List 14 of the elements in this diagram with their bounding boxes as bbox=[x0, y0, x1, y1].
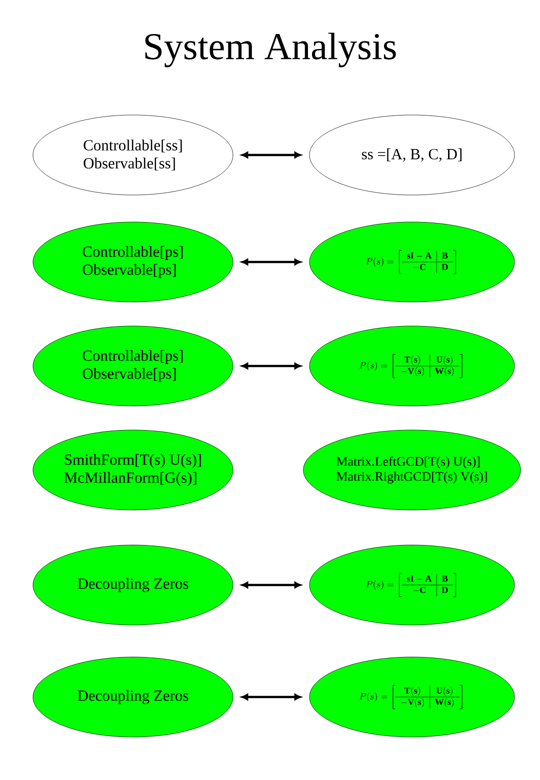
title: System Analysis bbox=[145, 32, 396, 68]
ellipse-node: Controllable[ps] Observable[ps] bbox=[32, 222, 234, 302]
arrow bbox=[241, 362, 302, 370]
ellipse-node: ss =[A, B, C, D] bbox=[309, 114, 515, 196]
arrow bbox=[241, 694, 302, 700]
ellipse-node: Controllable[ps] Observable[ps] bbox=[32, 326, 234, 406]
arrow bbox=[241, 582, 302, 588]
ellipse-node: Matrix.LeftGCD[T(s) U(s)] Matrix.RightGCD[T(s) V(s)] bbox=[303, 430, 521, 510]
arrow bbox=[241, 152, 302, 158]
ellipse-node: Controllable[ss] Observable[ss] bbox=[32, 114, 234, 196]
ellipse-node: Decoupling Zeros bbox=[32, 656, 234, 738]
ellipse-node: Decoupling Zeros bbox=[32, 544, 234, 626]
arrow bbox=[241, 258, 302, 266]
ellipse-node: SmithForm[T(s) U(s)] McMillanForm[G(s)] bbox=[32, 430, 234, 510]
